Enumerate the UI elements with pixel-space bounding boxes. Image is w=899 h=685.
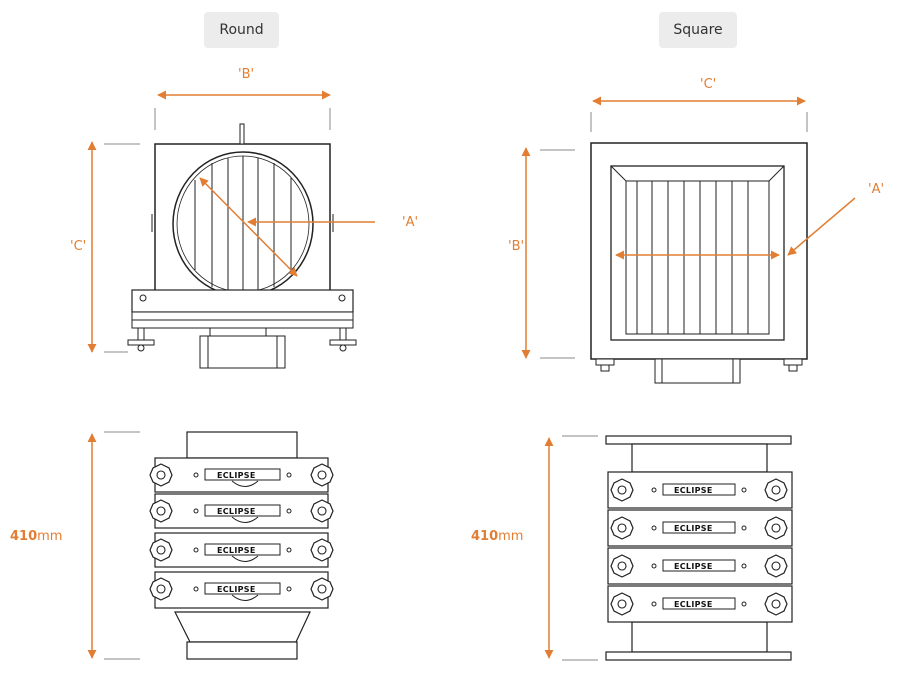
tab-round[interactable]: Round — [204, 12, 279, 48]
brand-logo: ECLIPSE — [217, 585, 256, 594]
round-front-dimensions — [87, 90, 375, 353]
brand-logo: ECLIPSE — [217, 507, 256, 516]
brand-logo: ECLIPSE — [217, 471, 256, 480]
brand-logo: ECLIPSE — [674, 524, 713, 533]
square-module-4: ECLIPSE — [607, 585, 793, 623]
round-dim-b-label: 'B' — [238, 67, 254, 82]
square-extension-lines — [540, 112, 808, 359]
square-front-dimensions — [521, 96, 856, 359]
round-dim-c-label: 'C' — [70, 239, 86, 254]
square-side-extension-lines — [562, 435, 598, 661]
square-module-1: ECLIPSE — [607, 471, 793, 509]
square-dim-c-label: 'C' — [700, 77, 716, 92]
brand-logo: ECLIPSE — [674, 600, 713, 609]
brand-logo: ECLIPSE — [674, 562, 713, 571]
square-front-view — [590, 142, 808, 384]
square-side-view: ECLIPSE ECLIPSE ECLIPSE EC — [605, 435, 793, 661]
tab-square[interactable]: Square — [659, 12, 737, 48]
brand-logo: ECLIPSE — [674, 486, 713, 495]
round-module-2: ECLIPSE — [149, 493, 334, 529]
square-dim-b-label: 'B' — [508, 239, 524, 254]
round-side-extension-lines — [104, 431, 140, 660]
square-height-label: 410mm — [471, 529, 523, 544]
round-module-3: ECLIPSE — [149, 532, 334, 568]
round-module-4: ECLIPSE — [149, 571, 334, 609]
round-extension-lines — [104, 108, 331, 353]
square-module-3: ECLIPSE — [607, 547, 793, 585]
round-front-view — [127, 123, 357, 369]
round-module-1: ECLIPSE — [149, 457, 334, 493]
square-module-2: ECLIPSE — [607, 509, 793, 547]
round-dim-a-label: 'A' — [402, 215, 418, 230]
round-height-label: 410mm — [10, 529, 62, 544]
brand-logo: ECLIPSE — [217, 546, 256, 555]
square-dim-a-label: 'A' — [868, 182, 884, 197]
round-side-view: ECLIPSE ECLIPSE ECLIPSE — [149, 431, 334, 660]
